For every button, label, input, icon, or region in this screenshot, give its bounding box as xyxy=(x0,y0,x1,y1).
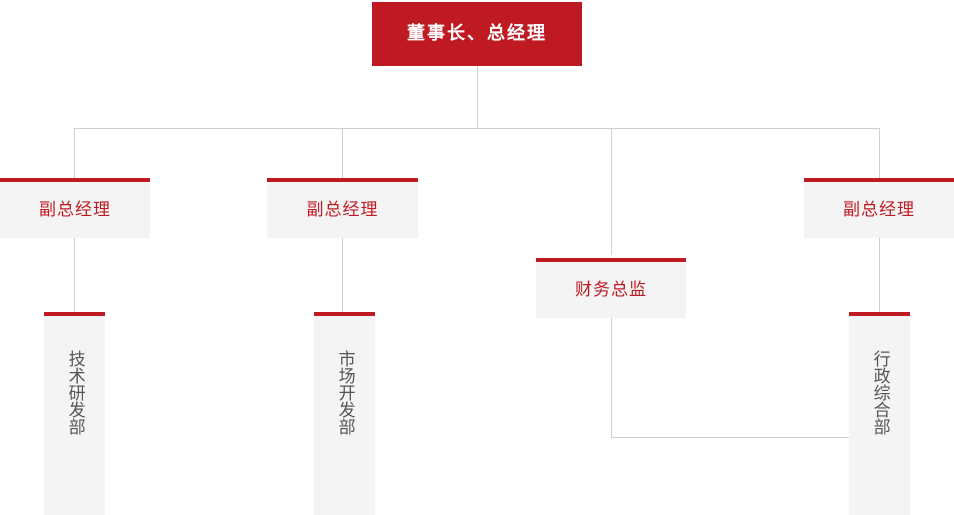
connector-drop-vp1 xyxy=(74,128,75,182)
connector-vp1-to-dept1 xyxy=(74,238,75,315)
node-deputy-general-manager-3[interactable]: 副总经理 xyxy=(804,178,954,238)
connector-level2-bus xyxy=(74,128,880,129)
node-department-technology-rd[interactable]: 技术研发部 xyxy=(44,312,105,515)
node-label: 财务总监 xyxy=(575,279,647,300)
node-label: 副总经理 xyxy=(39,199,111,220)
node-chief-financial-officer[interactable]: 财务总监 xyxy=(536,258,686,318)
node-deputy-general-manager-2[interactable]: 副总经理 xyxy=(267,178,418,238)
connector-drop-vp2 xyxy=(342,128,343,182)
connector-drop-cfo xyxy=(611,128,612,255)
node-chairman-general-manager[interactable]: 董事长、总经理 xyxy=(372,2,582,66)
node-department-administration[interactable]: 行政综合部 xyxy=(849,312,910,515)
node-label: 董事长、总经理 xyxy=(407,23,547,45)
connector-drop-vp3 xyxy=(879,128,880,182)
connector-vp2-to-dept2 xyxy=(342,238,343,315)
node-label: 副总经理 xyxy=(843,199,915,220)
node-label: 副总经理 xyxy=(306,199,379,220)
node-label: 技术研发部 xyxy=(64,350,85,435)
node-deputy-general-manager-1[interactable]: 副总经理 xyxy=(0,178,150,238)
connector-vp3-to-dept3 xyxy=(879,238,880,315)
connector-cfo-to-dept3 xyxy=(611,437,849,438)
node-label: 市场开发部 xyxy=(334,350,355,435)
node-department-market-development[interactable]: 市场开发部 xyxy=(314,312,375,515)
connector-cfo-down xyxy=(611,318,612,437)
node-label: 行政综合部 xyxy=(869,350,890,435)
connector-root-down xyxy=(477,66,478,128)
